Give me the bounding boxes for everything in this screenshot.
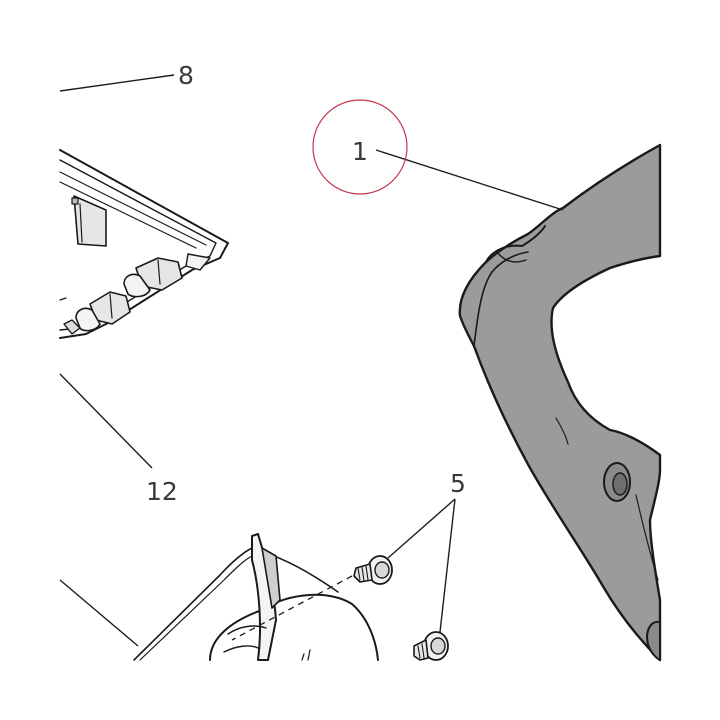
leader-line-5a <box>387 498 456 559</box>
leader-line-lower-left <box>59 579 139 647</box>
leader-line-8 <box>59 74 175 92</box>
lower-panel-assembly <box>133 533 379 661</box>
callout-12: 12 <box>146 477 178 506</box>
part-5-screw-upper <box>353 555 393 585</box>
callout-5: 5 <box>450 469 466 498</box>
part-8-12-trim-frame <box>59 149 229 339</box>
callout-8: 8 <box>178 61 194 90</box>
leader-line-1 <box>375 149 564 211</box>
leader-lines <box>59 74 564 647</box>
callout-1: 1 <box>352 137 368 166</box>
leader-line-5b <box>439 498 456 633</box>
leader-line-12 <box>59 373 153 469</box>
part-1-bracket <box>458 143 662 662</box>
part-5-screw-lower <box>413 631 449 661</box>
callout-1-highlight-circle <box>312 99 408 195</box>
